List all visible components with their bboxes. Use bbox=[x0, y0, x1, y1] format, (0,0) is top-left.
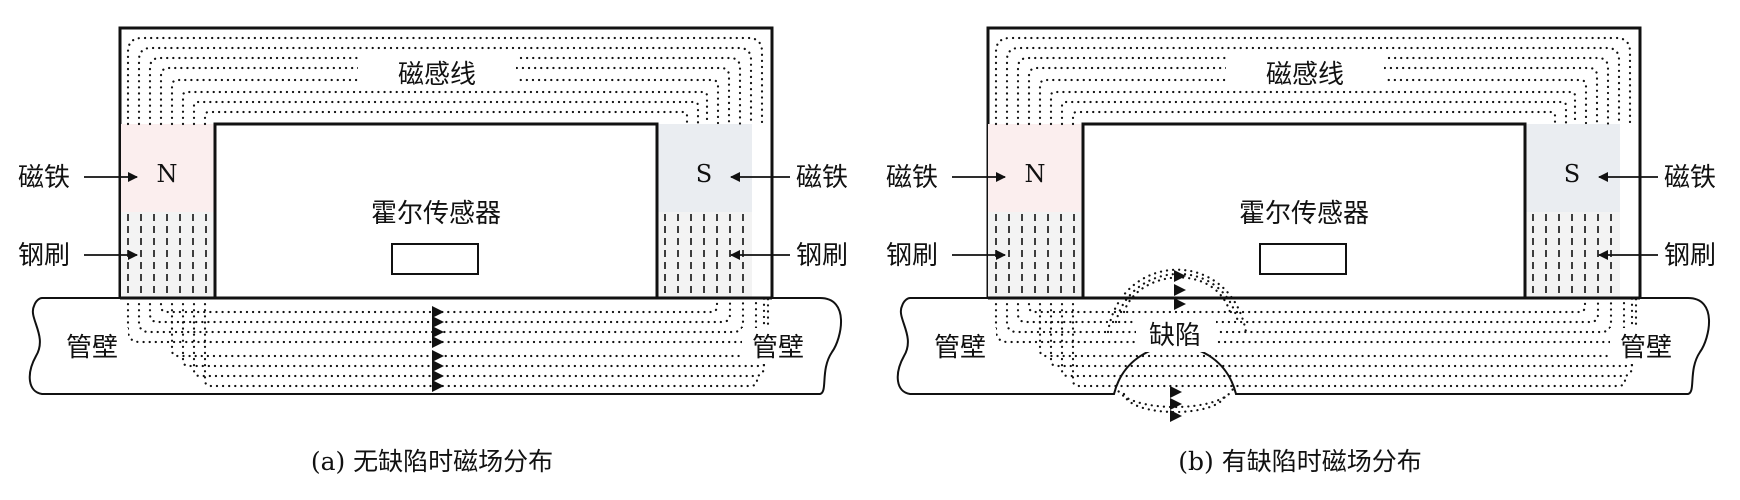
wall-label-left: 管壁 bbox=[934, 333, 986, 363]
flux-label: 磁感线 bbox=[1266, 60, 1344, 90]
wall-label-right-bg bbox=[1610, 328, 1682, 364]
wall-label-left: 管壁 bbox=[66, 333, 118, 363]
caption-b: (b) 有缺陷时磁场分布 bbox=[1178, 447, 1421, 476]
flux-label: 磁感线 bbox=[398, 60, 476, 90]
flux-lines-wall bbox=[126, 296, 770, 388]
pipe-wall bbox=[896, 297, 1710, 395]
s-pole bbox=[1525, 124, 1620, 212]
brush-label-right: 钢刷 bbox=[1664, 241, 1716, 271]
magnet-label-left: 磁铁 bbox=[886, 163, 938, 193]
wall-label-right-bg bbox=[742, 328, 814, 364]
hall-sensor-label: 霍尔传感器 bbox=[1239, 199, 1369, 229]
magnet-label-right: 磁铁 bbox=[796, 163, 848, 193]
pole-s-label: S bbox=[696, 160, 712, 188]
flux-lines-wall bbox=[994, 296, 1638, 388]
brush-label-left: 钢刷 bbox=[886, 241, 938, 271]
panel-a-no-defect: 磁感线 霍尔传感器 N S bbox=[18, 26, 848, 476]
wall-label-right: 管壁 bbox=[1620, 333, 1672, 363]
caption-a: (a) 无缺陷时磁场分布 bbox=[311, 447, 553, 476]
n-pole bbox=[120, 124, 215, 212]
wall-label-left-bg bbox=[924, 328, 996, 364]
flux-label-bg bbox=[358, 56, 516, 90]
magnet-label-right: 磁铁 bbox=[1664, 163, 1716, 193]
brush-label-right: 钢刷 bbox=[796, 241, 848, 271]
hall-sensor-label: 霍尔传感器 bbox=[371, 199, 501, 229]
wall-label-right: 管壁 bbox=[752, 333, 804, 363]
hall-sensor bbox=[1259, 243, 1347, 275]
pole-n-label: N bbox=[1025, 160, 1046, 188]
defect-label-bg bbox=[1136, 316, 1216, 352]
flux-direction-arrows bbox=[432, 306, 444, 392]
wall-label-left-bg bbox=[56, 328, 128, 364]
pole-s-label: S bbox=[1564, 160, 1580, 188]
flux-label-bg bbox=[1226, 56, 1384, 90]
pipe-wall bbox=[28, 297, 842, 395]
s-pole bbox=[657, 124, 752, 212]
flux-direction-arrows bbox=[1170, 270, 1186, 422]
brush-label-left: 钢刷 bbox=[18, 241, 70, 271]
magnet-label-left: 磁铁 bbox=[18, 163, 70, 193]
n-pole bbox=[988, 124, 1083, 212]
panel-b-with-defect: 磁感线 霍尔传感器 N S bbox=[886, 26, 1716, 476]
pole-n-label: N bbox=[157, 160, 178, 188]
hall-sensor bbox=[391, 243, 479, 275]
defect-label: 缺陷 bbox=[1149, 321, 1201, 351]
